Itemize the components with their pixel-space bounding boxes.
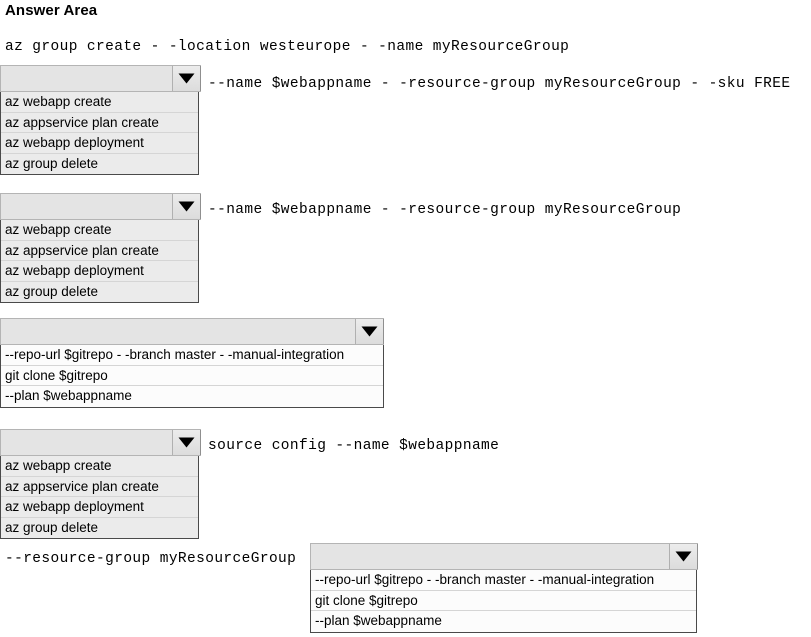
dropdown-3-selected-value: [1, 319, 355, 344]
command-text-row-2: --name $webappname - -resource-group myR…: [208, 202, 682, 218]
dropdown-5[interactable]: --repo-url $gitrepo - -branch master - -…: [310, 543, 698, 633]
list-item[interactable]: az group delete: [1, 281, 198, 302]
dropdown-5-option-list[interactable]: --repo-url $gitrepo - -branch master - -…: [310, 569, 697, 633]
dropdown-3[interactable]: --repo-url $gitrepo - -branch master - -…: [0, 318, 384, 408]
list-item[interactable]: git clone $gitrepo: [311, 590, 696, 611]
list-item[interactable]: az webapp create: [1, 220, 198, 241]
dropdown-1[interactable]: az webapp create az appservice plan crea…: [0, 65, 201, 175]
list-item[interactable]: --repo-url $gitrepo - -branch master - -…: [311, 570, 696, 591]
list-item[interactable]: az appservice plan create: [1, 112, 198, 133]
command-text-row-4: source config --name $webappname: [208, 438, 500, 454]
dropdown-1-combo[interactable]: [0, 65, 201, 92]
list-item[interactable]: az group delete: [1, 517, 198, 538]
list-item[interactable]: az group delete: [1, 153, 198, 174]
chevron-down-icon[interactable]: [355, 319, 384, 344]
dropdown-4-combo[interactable]: [0, 429, 201, 456]
list-item[interactable]: --plan $webappname: [1, 386, 383, 407]
dropdown-4[interactable]: az webapp create az appservice plan crea…: [0, 429, 201, 539]
chevron-down-icon[interactable]: [172, 194, 201, 219]
page-title: Answer Area: [5, 2, 98, 19]
chevron-down-icon[interactable]: [669, 544, 698, 569]
list-item[interactable]: az webapp deployment: [1, 261, 198, 282]
dropdown-1-selected-value: [1, 66, 172, 91]
list-item[interactable]: --plan $webappname: [311, 611, 696, 632]
chevron-down-icon[interactable]: [172, 66, 201, 91]
list-item[interactable]: az webapp create: [1, 92, 198, 113]
command-line-1: az group create - -location westeurope -…: [5, 39, 570, 55]
list-item[interactable]: git clone $gitrepo: [1, 365, 383, 386]
dropdown-1-option-list[interactable]: az webapp create az appservice plan crea…: [0, 91, 199, 175]
list-item[interactable]: az webapp deployment: [1, 133, 198, 154]
command-text-row-1: --name $webappname - -resource-group myR…: [208, 76, 791, 92]
dropdown-2-combo[interactable]: [0, 193, 201, 220]
dropdown-5-selected-value: [311, 544, 669, 569]
list-item[interactable]: az appservice plan create: [1, 240, 198, 261]
dropdown-2[interactable]: az webapp create az appservice plan crea…: [0, 193, 201, 303]
command-text-row-5: --resource-group myResourceGroup: [5, 551, 297, 567]
dropdown-3-option-list[interactable]: --repo-url $gitrepo - -branch master - -…: [0, 344, 384, 408]
list-item[interactable]: az webapp deployment: [1, 497, 198, 518]
list-item[interactable]: --repo-url $gitrepo - -branch master - -…: [1, 345, 383, 366]
dropdown-2-selected-value: [1, 194, 172, 219]
dropdown-5-combo[interactable]: [310, 543, 698, 570]
dropdown-3-combo[interactable]: [0, 318, 384, 345]
chevron-down-icon[interactable]: [172, 430, 201, 455]
dropdown-2-option-list[interactable]: az webapp create az appservice plan crea…: [0, 219, 199, 303]
dropdown-4-selected-value: [1, 430, 172, 455]
dropdown-4-option-list[interactable]: az webapp create az appservice plan crea…: [0, 455, 199, 539]
list-item[interactable]: az webapp create: [1, 456, 198, 477]
list-item[interactable]: az appservice plan create: [1, 476, 198, 497]
